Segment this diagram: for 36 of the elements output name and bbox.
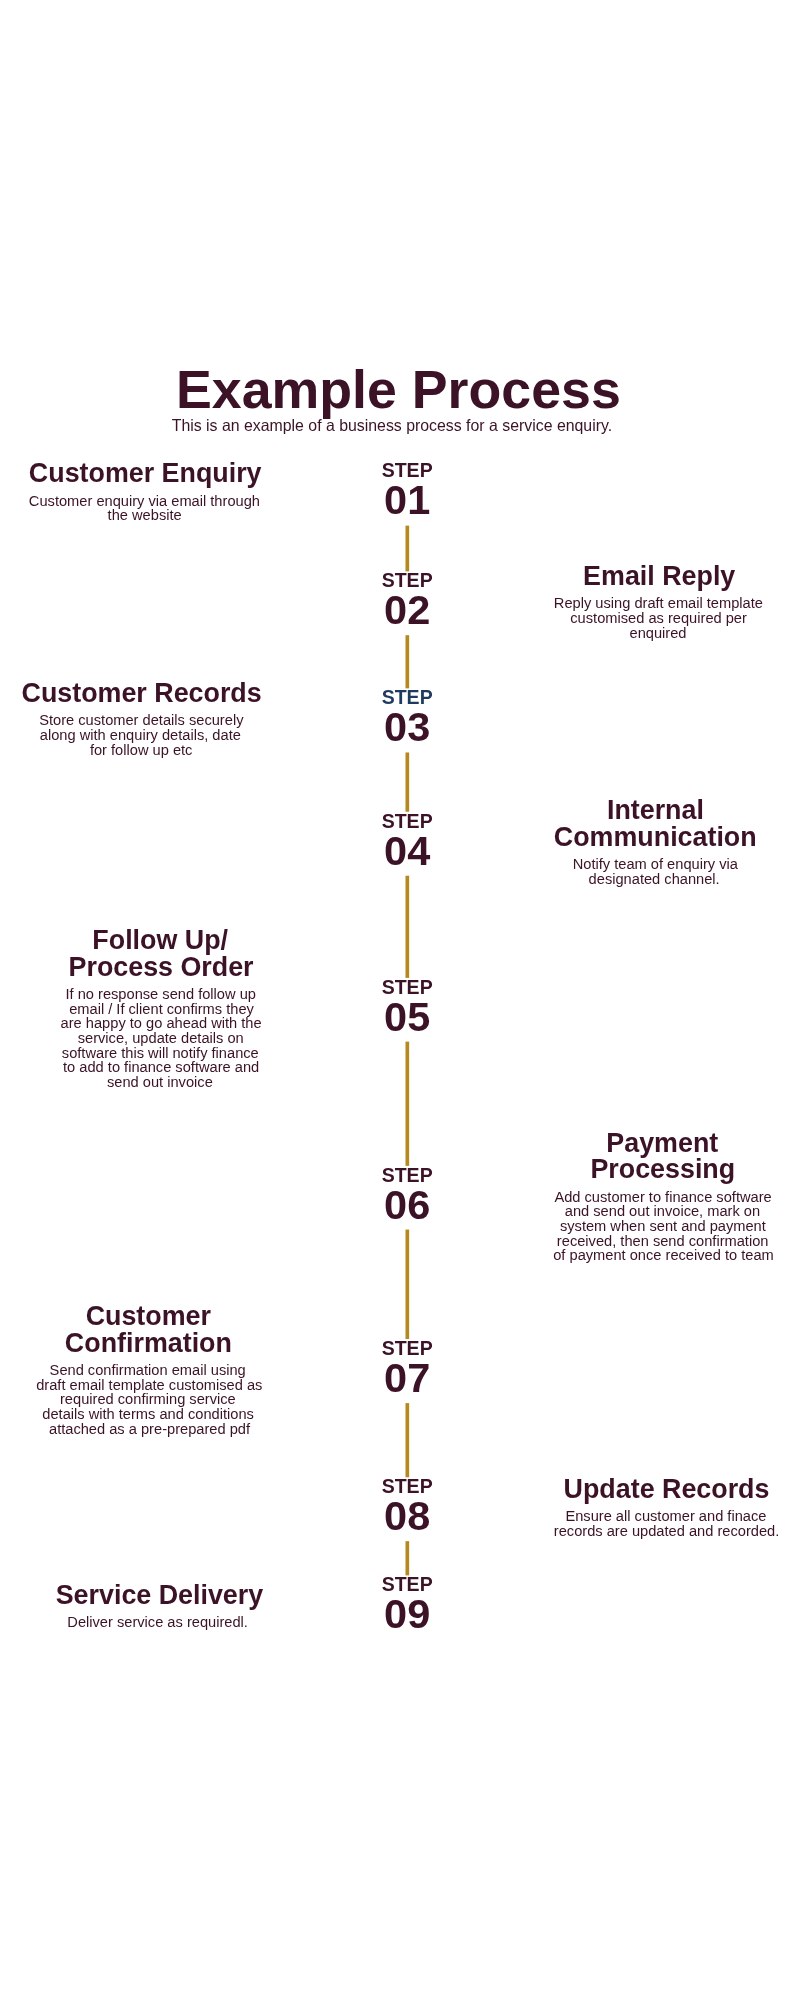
connector — [405, 752, 410, 812]
node-label: Customer enquiry via email through the website — [28, 492, 260, 524]
node-label: Customer Confirmation — [64, 1300, 232, 1358]
node-text: STEP 09 — [381, 1573, 433, 1638]
connector — [405, 1041, 410, 1166]
node-label: Customer Records — [21, 678, 262, 709]
node-text: STEP 03 — [381, 686, 433, 751]
connector — [405, 1229, 410, 1340]
node-label: Deliver service as requiredl. — [67, 1614, 248, 1631]
node-label: Notify team of enquiry via designated channel. — [572, 856, 738, 888]
diagram-title: Example Process — [175, 358, 621, 419]
node-label: Store customer details securely along with enquiry details, date for follow up etc — [39, 712, 244, 758]
connector — [405, 635, 410, 689]
node-label: Internal Communication — [553, 795, 757, 853]
node-label: If no response send follow up email / If client confirms they are happy to go ahead with the service, update details on software this will notify finance to add to finance software and send out invoice — [60, 985, 262, 1090]
node-label: Service Delivery — [55, 1579, 264, 1610]
node-label: Ensure all customer and finace records are updated and recorded. — [553, 1508, 780, 1540]
connector — [405, 1541, 410, 1576]
node-text: STEP 01 — [381, 459, 433, 524]
node-text: STEP 05 — [381, 975, 433, 1040]
node-label: Email Reply — [583, 561, 736, 592]
node-text: STEP 08 — [381, 1474, 433, 1540]
node-text: STEP 07 — [381, 1337, 433, 1402]
node-label: Update Records — [563, 1474, 770, 1505]
connector — [405, 1403, 410, 1478]
node-label: Customer Enquiry — [28, 458, 262, 489]
node-label: Reply using draft email template customised as required per enquired — [553, 595, 763, 641]
node-text: STEP 06 — [381, 1163, 433, 1228]
node-text: STEP 04 — [381, 809, 433, 874]
node-label: Send confirmation email using draft email template customised as required confirming service details with terms and conditions attached as a pre-prepared pdf — [36, 1361, 263, 1437]
connector — [405, 875, 410, 978]
node-label: Add customer to finance software and send out invoice, mark on system when sent and payment received, then send confirmation of payment once received to team — [553, 1188, 774, 1264]
node-label: Follow Up/ Process Order — [68, 924, 254, 982]
node-label: Payment Processing — [590, 1127, 736, 1185]
node-text: STEP 02 — [381, 569, 433, 634]
connector — [405, 525, 410, 572]
